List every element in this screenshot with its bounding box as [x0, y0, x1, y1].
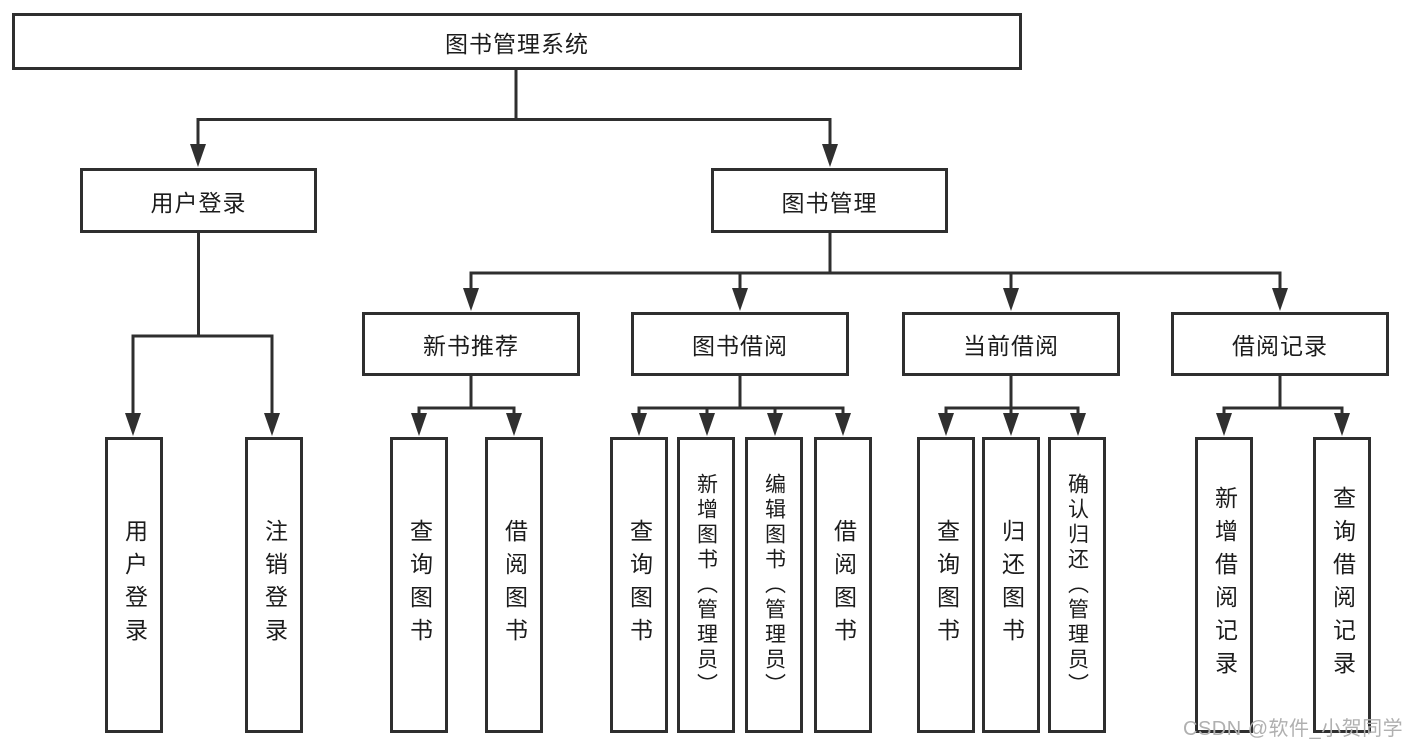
node-user-login: 用户登录 [80, 168, 317, 233]
leaf-label: 查询借阅记录 [1329, 486, 1356, 684]
node-label: 当前借阅 [963, 333, 1059, 359]
node-label: 图书管理系统 [445, 30, 589, 57]
connector-borrow-to-leaves [637, 376, 845, 420]
csdn-watermark: CSDN @软件_小贺同学 [1183, 718, 1404, 740]
node-book-borrow: 图书借阅 [631, 312, 849, 376]
node-label: 图书管理 [781, 189, 878, 216]
leaf-borrow-books: 借阅图书 [814, 437, 872, 733]
leaf-label: 查询图书 [626, 519, 653, 651]
connector-recommend-to-leaves [417, 376, 516, 420]
node-root-system: 图书管理系统 [12, 13, 1022, 70]
leaf-user-login: 用户登录 [105, 437, 163, 733]
leaf-label: 确认归还（管理员） [1065, 472, 1089, 698]
node-label: 借阅记录 [1232, 333, 1328, 359]
node-label: 图书借阅 [692, 333, 788, 359]
leaf-add-borrow-record: 新增借阅记录 [1195, 437, 1253, 733]
leaf-label: 编辑图书（管理员） [762, 472, 786, 698]
leaf-label: 查询图书 [933, 519, 960, 651]
leaf-label: 注销登录 [261, 519, 288, 651]
leaf-return-books: 归还图书 [982, 437, 1040, 733]
node-current-borrow: 当前借阅 [902, 312, 1120, 376]
leaf-query-books-recommend: 查询图书 [390, 437, 448, 733]
connector-root-to-level2 [196, 70, 832, 150]
node-book-management: 图书管理 [711, 168, 948, 233]
node-new-book-recommend: 新书推荐 [362, 312, 580, 376]
arrowheads [125, 144, 1350, 436]
leaf-edit-books-admin: 编辑图书（管理员） [745, 437, 803, 733]
leaf-label: 查询图书 [406, 519, 433, 651]
leaf-label: 用户登录 [121, 519, 148, 651]
leaf-label: 借阅图书 [830, 519, 857, 651]
leaf-query-books-current: 查询图书 [917, 437, 975, 733]
leaf-borrow-books-recommend: 借阅图书 [485, 437, 543, 733]
leaf-confirm-return-admin: 确认归还（管理员） [1048, 437, 1106, 733]
node-label: 新书推荐 [423, 333, 519, 359]
leaf-label: 新增借阅记录 [1211, 486, 1238, 684]
leaf-logout: 注销登录 [245, 437, 303, 733]
leaf-query-books-borrow: 查询图书 [610, 437, 668, 733]
leaf-query-borrow-record: 查询借阅记录 [1313, 437, 1371, 733]
node-label: 用户登录 [150, 189, 247, 216]
leaf-label: 借阅图书 [501, 519, 528, 651]
leaf-add-books-admin: 新增图书（管理员） [677, 437, 735, 733]
node-borrow-records: 借阅记录 [1171, 312, 1389, 376]
connector-bookmgmt-to-level3 [469, 233, 1282, 294]
connector-userlogin-to-leaves [131, 233, 274, 418]
leaf-label: 归还图书 [998, 519, 1025, 651]
connector-records-to-leaves [1222, 376, 1344, 420]
leaf-label: 新增图书（管理员） [694, 472, 718, 698]
